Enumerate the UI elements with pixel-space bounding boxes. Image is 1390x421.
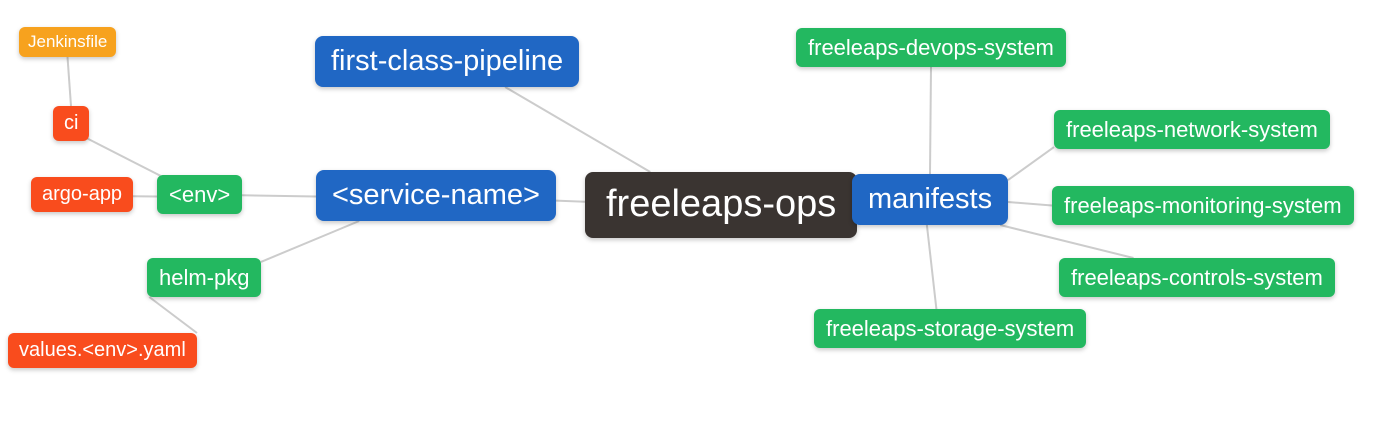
node-values-env-yaml[interactable]: values.<env>.yaml (8, 333, 197, 368)
edge-values-env-yaml-to-helm-pkg (148, 296, 198, 334)
edge-manifests-to-network-system (1007, 146, 1055, 181)
edge-helm-pkg-to-service-name (260, 220, 360, 263)
edge-manifests-to-monitoring-system (1007, 201, 1053, 207)
node-first-class-pipeline[interactable]: first-class-pipeline (315, 36, 580, 88)
edge-ci-to-env (84, 136, 161, 177)
edge-jenkinsfile-to-ci (66, 56, 72, 107)
node-monitoring-system[interactable]: freeleaps-monitoring-system (1052, 186, 1354, 226)
node-storage-system[interactable]: freeleaps-storage-system (814, 309, 1087, 349)
edge-manifests-to-controls-system (999, 224, 1134, 259)
edge-first-class-pipeline-to-freeleaps-ops (504, 86, 651, 173)
node-controls-system[interactable]: freeleaps-controls-system (1059, 258, 1335, 298)
node-ci[interactable]: ci (53, 106, 90, 141)
node-jenkinsfile[interactable]: Jenkinsfile (19, 27, 117, 57)
node-network-system[interactable]: freeleaps-network-system (1054, 110, 1330, 150)
node-devops-system[interactable]: freeleaps-devops-system (796, 28, 1066, 68)
edge-env-to-service-name (241, 194, 317, 198)
edge-service-name-to-freeleaps-ops (555, 199, 586, 203)
node-service-name[interactable]: <service-name> (316, 170, 556, 222)
node-argo-app[interactable]: argo-app (31, 177, 134, 212)
node-manifests[interactable]: manifests (852, 174, 1009, 226)
node-helm-pkg[interactable]: helm-pkg (147, 258, 262, 298)
node-freeleaps-ops[interactable]: freeleaps-ops (585, 172, 858, 238)
edge-manifests-to-storage-system (925, 224, 938, 310)
node-env[interactable]: <env> (157, 175, 243, 215)
edge-devops-system-to-manifests (929, 66, 932, 175)
